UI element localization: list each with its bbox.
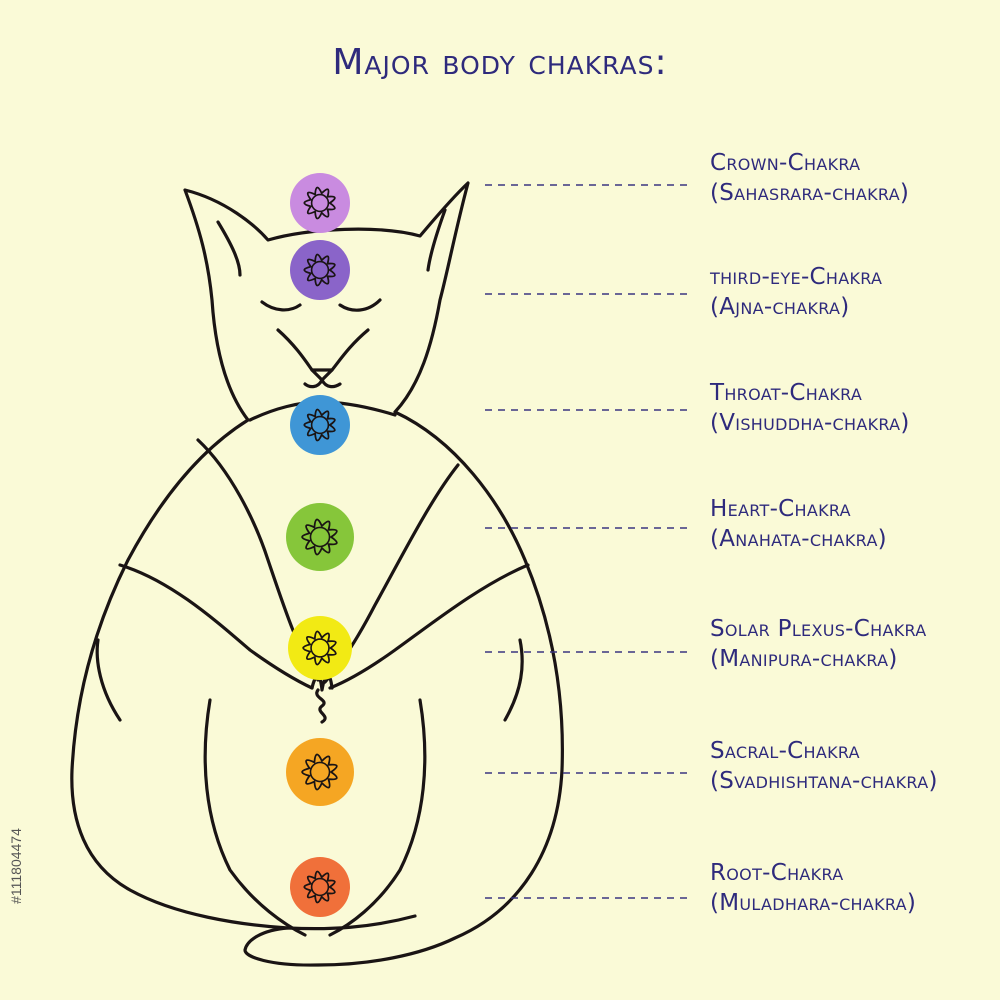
flower-doodle-icon [302, 630, 337, 666]
flower-doodle-icon [301, 753, 338, 791]
chakra-color-dot [290, 857, 350, 917]
chakra-label-7: Root-Chakra (Muladhara-chakra) [710, 858, 916, 918]
chakra-sanskrit-name: (Svadhishtana-chakra) [710, 768, 938, 794]
watermark-text: #111804474 [8, 828, 24, 904]
chakra-point-2 [290, 240, 350, 300]
chakra-sanskrit-name: (Vishuddha-chakra) [710, 410, 910, 436]
chakra-sanskrit-name: (Muladhara-chakra) [710, 890, 917, 916]
leader-lines [485, 184, 688, 899]
chakra-name: Heart-Chakra [710, 496, 851, 522]
watermark-id: #111804474 [2, 770, 24, 950]
chakra-sanskrit-name: (Ajna-chakra) [710, 294, 850, 320]
chakra-point-5 [288, 616, 352, 680]
page-title: Major body chakras: [332, 42, 668, 83]
chakra-color-dot [290, 395, 350, 455]
chakra-point-6 [286, 738, 354, 806]
chakra-sanskrit-name: (Manipura-chakra) [710, 646, 898, 672]
chakra-label-6: Sacral-Chakra (Svadhishtana-chakra) [710, 736, 938, 796]
chakra-label-2: third-eye-Chakra (Ajna-chakra) [710, 262, 882, 322]
chakra-sanskrit-name: (Sahasrara-chakra) [710, 180, 910, 206]
chakra-label-4: Heart-Chakra (Anahata-chakra) [710, 494, 887, 554]
chakra-color-dot [286, 503, 354, 571]
chakra-point-7 [290, 857, 350, 917]
chakra-name: Root-Chakra [710, 860, 844, 886]
chakra-name: Solar Plexus-Chakra [710, 616, 927, 642]
chakra-label-1: Crown-Chakra (Sahasrara-chakra) [710, 148, 909, 208]
chakra-point-1 [290, 173, 350, 233]
flower-doodle-icon [303, 186, 336, 220]
flower-center-icon [309, 526, 331, 548]
chakra-sanskrit-name: (Anahata-chakra) [710, 526, 887, 552]
flower-center-icon [310, 415, 330, 435]
chakra-color-dot [290, 173, 350, 233]
flower-doodle-icon [303, 870, 336, 904]
chakra-name: Throat-Chakra [710, 380, 863, 406]
flower-doodle-icon [303, 408, 336, 442]
flower-center-icon [310, 260, 330, 280]
chakra-color-dot [286, 738, 354, 806]
flower-center-icon [310, 193, 330, 213]
flower-doodle-icon [303, 253, 336, 287]
flower-center-icon [310, 877, 330, 897]
flower-center-icon [310, 638, 330, 658]
chakra-points [286, 173, 354, 917]
chakra-point-3 [290, 395, 350, 455]
chakra-point-4 [286, 503, 354, 571]
flower-doodle-icon [301, 518, 338, 556]
chakra-label-5: Solar Plexus-Chakra (Manipura-chakra) [710, 614, 927, 674]
flower-center-icon [309, 761, 331, 783]
meditating-cat-outline [70, 181, 564, 967]
chakra-name: Sacral-Chakra [710, 738, 860, 764]
chakra-name: Crown-Chakra [710, 150, 861, 176]
chakra-name: third-eye-Chakra [710, 264, 883, 290]
chakra-label-3: Throat-Chakra (Vishuddha-chakra) [710, 378, 910, 438]
chakra-color-dot [288, 616, 352, 680]
chakra-color-dot [290, 240, 350, 300]
